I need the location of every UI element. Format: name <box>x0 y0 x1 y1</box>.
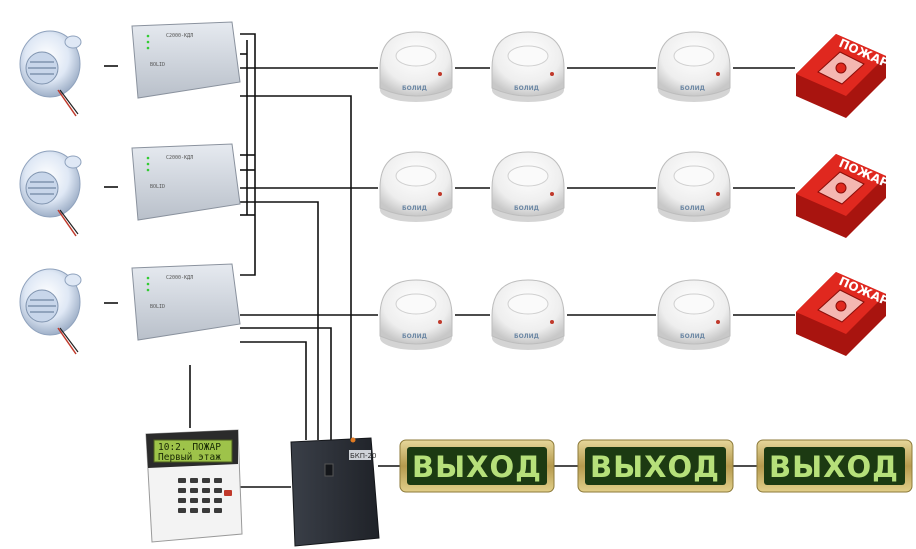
smoke-detector: БОЛИД <box>379 279 453 350</box>
wires <box>104 33 795 488</box>
exit-sign-1-text: ВЫХОД <box>412 450 542 484</box>
wire-power-1 <box>240 95 352 440</box>
smoke-detector: БОЛИД <box>491 279 565 350</box>
smoke-detector: БОЛИД <box>657 151 731 222</box>
smoke-detector: БОЛИД <box>379 31 453 102</box>
exit-sign-3: ВЫХОД <box>756 439 913 493</box>
exit-sign-2: ВЫХОД <box>577 439 734 493</box>
detector-brand-label: БОЛИД <box>680 205 705 212</box>
keypad-lcd-line2: Первый этаж <box>158 452 221 463</box>
detector-brand-label: БОЛИД <box>514 333 539 340</box>
wire-power-4 <box>240 341 307 440</box>
detector-brand-label: БОЛИД <box>402 333 427 340</box>
exit-sign-1: ВЫХОД <box>399 439 555 493</box>
detector-brand-label: БОЛИД <box>680 333 705 340</box>
detector-brand-label: БОЛИД <box>514 205 539 212</box>
module-1-brand: BOLID <box>150 62 165 68</box>
control-keypad: 10:2. ПОЖАР Первый этаж <box>145 429 243 543</box>
exit-sign-2-text: ВЫХОД <box>590 450 720 484</box>
smoke-detector: БОЛИД <box>491 31 565 102</box>
manual-call-point-2: ПОЖАР <box>796 154 891 238</box>
power-supply: БКП-20 <box>290 437 380 547</box>
module-3: С2000-КДЛ BOLID <box>131 263 241 341</box>
module-3-model: С2000-КДЛ <box>166 275 193 281</box>
wire-power-3 <box>240 327 332 440</box>
smoke-detector: БОЛИД <box>657 31 731 102</box>
module-2-model: С2000-КДЛ <box>166 155 193 161</box>
module-1-model: С2000-КДЛ <box>166 33 193 39</box>
smoke-detector: БОЛИД <box>379 151 453 222</box>
wire-power-2 <box>240 201 319 440</box>
manual-call-point-3: ПОЖАР <box>796 272 891 356</box>
psu-label: БКП-20 <box>350 452 376 460</box>
siren-3 <box>19 268 82 355</box>
siren-1 <box>19 30 82 117</box>
detector-brand-label: БОЛИД <box>402 85 427 92</box>
module-3-brand: BOLID <box>150 304 165 310</box>
detector-brand-label: БОЛИД <box>402 205 427 212</box>
module-2-brand: BOLID <box>150 184 165 190</box>
smoke-detector: БОЛИД <box>491 151 565 222</box>
siren-2 <box>19 150 82 237</box>
keypad-lcd-line1: 10:2. ПОЖАР <box>158 442 221 453</box>
detector-brand-label: БОЛИД <box>514 85 539 92</box>
detector-brand-label: БОЛИД <box>680 85 705 92</box>
manual-call-point-1: ПОЖАР <box>796 34 891 118</box>
exit-sign-3-text: ВЫХОД <box>769 450 899 484</box>
smoke-detector: БОЛИД <box>657 279 731 350</box>
module-2: С2000-КДЛ BOLID <box>131 143 241 221</box>
module-1: С2000-КДЛ BOLID <box>131 21 241 99</box>
detectors: БОЛИД БОЛИД БОЛИД БОЛИД <box>379 31 731 350</box>
